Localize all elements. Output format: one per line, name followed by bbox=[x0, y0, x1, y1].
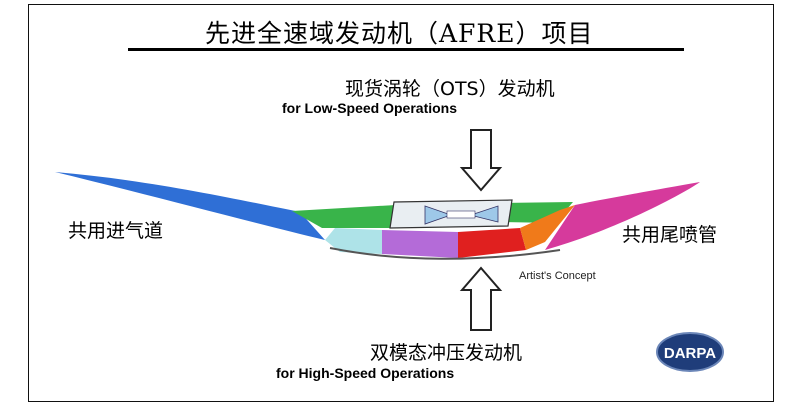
nozzle-section bbox=[545, 182, 700, 250]
orange-section bbox=[520, 205, 575, 250]
up-arrow-icon bbox=[459, 266, 503, 331]
red-section bbox=[458, 228, 526, 258]
artist-concept-caption: Artist's Concept bbox=[519, 270, 596, 282]
purple-section bbox=[382, 230, 458, 258]
inlet-section bbox=[55, 172, 325, 240]
dual-mode-ramjet-label: 双模态冲压发动机 bbox=[370, 342, 523, 364]
ots-engine-label: 现货涡轮（OTS）发动机 bbox=[345, 78, 555, 100]
cyan-section bbox=[325, 228, 382, 254]
title-underline bbox=[128, 48, 684, 51]
green-section bbox=[292, 205, 396, 228]
ots-turbine-icon bbox=[389, 199, 513, 229]
shared-inlet-label: 共用进气道 bbox=[68, 220, 164, 242]
svg-text:DARPA: DARPA bbox=[664, 345, 716, 362]
down-arrow-icon bbox=[459, 129, 503, 192]
shared-nozzle-label: 共用尾喷管 bbox=[622, 224, 718, 246]
hull-line bbox=[329, 247, 561, 260]
low-speed-label: for Low-Speed Operations bbox=[282, 100, 458, 116]
page-title: 先进全速域发动机（AFRE）项目 bbox=[205, 19, 594, 48]
darpa-logo: DARPA bbox=[656, 332, 724, 372]
high-speed-label: for High-Speed Operations bbox=[276, 365, 455, 381]
